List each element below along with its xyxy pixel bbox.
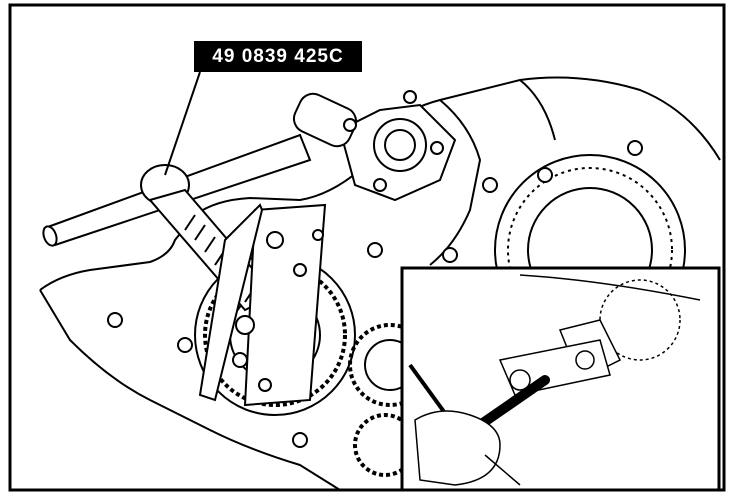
puller-plate	[198, 203, 327, 407]
tool-number-label: 49 0839 425C	[194, 41, 362, 72]
inset-detail	[408, 274, 701, 486]
bolts	[107, 140, 643, 448]
callout-leader	[164, 71, 201, 176]
shaft-hub	[292, 90, 457, 202]
figure-frame	[8, 3, 726, 492]
